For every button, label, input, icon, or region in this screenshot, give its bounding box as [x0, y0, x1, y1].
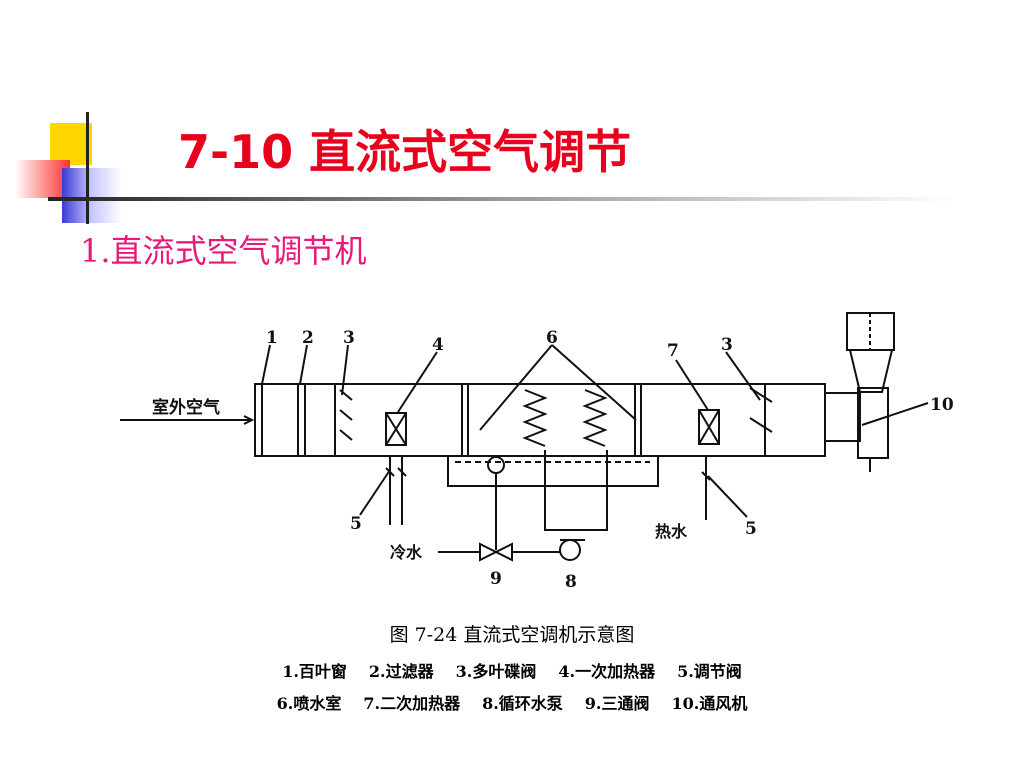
- num-2: 2: [302, 328, 314, 348]
- deco-vertical-line: [86, 112, 89, 224]
- deco-yellow-square: [50, 123, 92, 165]
- legend-item: 9.三通阀: [584, 694, 650, 713]
- num-5-right: 5: [745, 519, 757, 539]
- legend-item: 10.通风机: [671, 694, 748, 713]
- num-3-right: 3: [721, 335, 733, 355]
- num-5-left: 5: [350, 514, 362, 534]
- num-6: 6: [546, 328, 558, 348]
- fan-inlet: [824, 392, 861, 442]
- num-9: 9: [490, 569, 502, 589]
- deco-horizontal-line: [48, 197, 958, 201]
- legend-line-2: 6.喷水室 7.二次加热器 8.循环水泵 9.三通阀 10.通风机: [0, 690, 1024, 714]
- num-10: 10: [930, 395, 954, 415]
- secondary-heater: [698, 409, 720, 445]
- num-8: 8: [565, 572, 577, 592]
- label-outdoor-air: 室外空气: [152, 397, 220, 418]
- circulating-pump: [559, 539, 581, 561]
- legend-item: 6.喷水室: [276, 694, 342, 713]
- page-title: 7-10 直流式空气调节: [178, 125, 632, 179]
- legend-item: 4.一次加热器: [558, 662, 656, 681]
- spray-coil-2: [582, 389, 608, 447]
- water-tank: [447, 456, 659, 487]
- subtitle: 1.直流式空气调节机: [80, 232, 367, 270]
- spray-coil-1: [522, 389, 548, 447]
- main-duct: [254, 383, 826, 457]
- num-1: 1: [266, 328, 278, 348]
- label-cold-water: 冷水: [390, 543, 423, 562]
- legend-item: 3.多叶碟阀: [455, 662, 537, 681]
- deco-blue-square: [62, 168, 122, 223]
- legend-item: 8.循环水泵: [482, 694, 563, 713]
- legend-line-1: 1.百叶窗 2.过滤器 3.多叶碟阀 4.一次加热器 5.调节阀: [0, 658, 1024, 682]
- legend-item: 2.过滤器: [368, 662, 434, 681]
- fan-hopper: [848, 349, 894, 393]
- legend-item: 1.百叶窗: [282, 662, 347, 681]
- fan-housing: [857, 387, 889, 459]
- label-hot-water: 热水: [655, 522, 688, 541]
- num-4: 4: [432, 335, 444, 355]
- legend-item: 5.调节阀: [677, 662, 742, 681]
- primary-heater: [385, 412, 407, 446]
- num-3-left: 3: [343, 328, 355, 348]
- legend-item: 7.二次加热器: [363, 694, 461, 713]
- figure-caption: 图 7-24 直流式空调机示意图: [389, 624, 635, 646]
- deco-red-square: [15, 160, 70, 198]
- num-7: 7: [667, 341, 679, 361]
- pump-intake: [487, 456, 505, 474]
